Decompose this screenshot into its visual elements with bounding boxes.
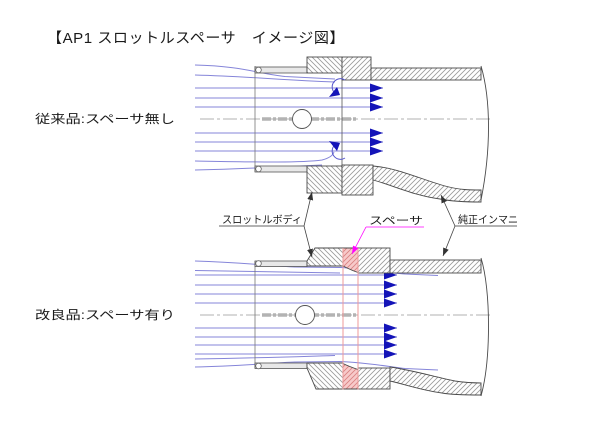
vortex-lower-icon bbox=[329, 141, 346, 160]
streamlines-bottom bbox=[194, 260, 439, 371]
break-line-top bbox=[480, 65, 489, 201]
throttle-upper-flange bbox=[306, 56, 343, 74]
manifold-lower-wall bbox=[389, 366, 482, 396]
annotations: スロットルボディ スペーサ 純正インマニ bbox=[219, 191, 518, 258]
throttle-lower-flange bbox=[306, 165, 343, 194]
throttle-shaft bbox=[292, 109, 312, 129]
bellmouth-lip bbox=[255, 362, 262, 370]
manifold-leader-up bbox=[440, 194, 456, 227]
flow-arrows-bottom bbox=[195, 270, 397, 359]
manifold-upper-wall bbox=[370, 67, 482, 81]
throttle-upper-wall bbox=[254, 66, 308, 74]
bellmouth-lip bbox=[255, 260, 262, 267]
spacer-lower-block bbox=[342, 362, 359, 390]
throttle-shaft bbox=[295, 305, 315, 325]
throttle-lower-wall bbox=[254, 362, 308, 369]
manifold-lower-flange bbox=[341, 164, 374, 196]
throttle-body-leader-up bbox=[303, 191, 314, 227]
spacer-label: スペーサ bbox=[369, 215, 423, 227]
spacer-leader bbox=[351, 226, 367, 255]
top-diagram: 従来品:スペーサ無し bbox=[35, 56, 490, 203]
manifold-leader-down bbox=[442, 225, 456, 257]
improved-label: 改良品:スペーサ有り bbox=[35, 307, 175, 322]
manifold-lower-wall bbox=[372, 165, 482, 203]
throttle-lower-flange bbox=[306, 362, 344, 390]
manifold-upper-wall bbox=[389, 259, 482, 274]
throttle-body-label: スロットルボディ bbox=[222, 213, 302, 226]
manifold-upper-flange bbox=[341, 56, 372, 81]
manifold-lower-flange bbox=[357, 367, 391, 390]
flow-arrows-top bbox=[195, 83, 383, 156]
manifold-label: 純正インマニ bbox=[458, 213, 518, 226]
page-title: 【AP1 スロットルスペーサ イメージ図】 bbox=[47, 30, 345, 47]
bellmouth-lip bbox=[255, 66, 262, 74]
spacer-upper-block bbox=[342, 247, 359, 274]
manifold-upper-flange bbox=[357, 247, 391, 274]
bellmouth-lip bbox=[255, 165, 262, 173]
throttle-body-leader-down bbox=[303, 225, 313, 258]
bottom-diagram: 改良品:スペーサ有り bbox=[35, 247, 490, 397]
throttle-upper-flange bbox=[306, 247, 344, 267]
throttle-upper-wall bbox=[254, 260, 308, 267]
vortex-upper-icon bbox=[329, 78, 346, 97]
throttle-lower-wall bbox=[254, 165, 308, 173]
conventional-label: 従来品:スペーサ無し bbox=[35, 111, 175, 126]
break-line-bottom bbox=[480, 257, 489, 397]
